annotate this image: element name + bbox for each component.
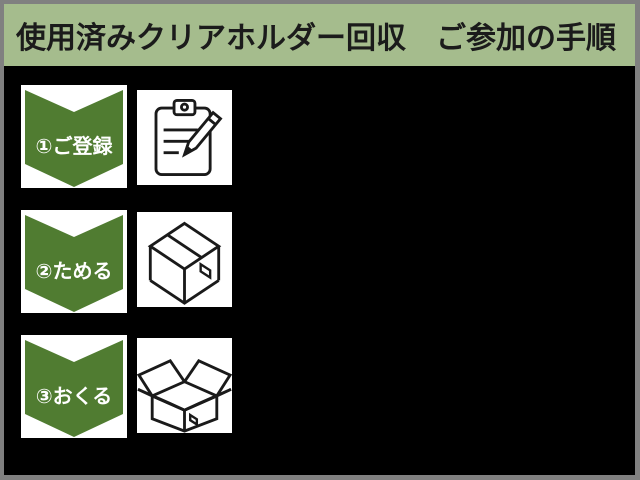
step3-banner: ③おくる (21, 335, 127, 438)
chevron-down-banner-icon (25, 90, 123, 187)
step1-banner: ①ご登録 (21, 85, 127, 188)
step1-icon-tile (137, 90, 232, 185)
step2-label: ②ためる (35, 261, 113, 283)
clipboard-pencil-icon (154, 99, 223, 176)
slide-body: ①ご登録 ②ためる (4, 66, 635, 475)
step3-icon-tile (137, 338, 232, 433)
step2-banner: ②ためる (21, 210, 127, 313)
step3-label: ③おくる (35, 386, 113, 408)
header-bar: 使用済みクリアホルダー回収 ご参加の手順 (4, 4, 635, 66)
open-box-icon (137, 359, 232, 433)
step2-icon-tile (137, 212, 232, 307)
closed-box-icon (147, 221, 222, 305)
step1-label: ①ご登録 (35, 136, 113, 158)
page-title: 使用済みクリアホルダー回収 ご参加の手順 (16, 22, 616, 55)
chevron-down-banner-icon (25, 215, 123, 312)
chevron-down-banner-icon (25, 340, 123, 437)
